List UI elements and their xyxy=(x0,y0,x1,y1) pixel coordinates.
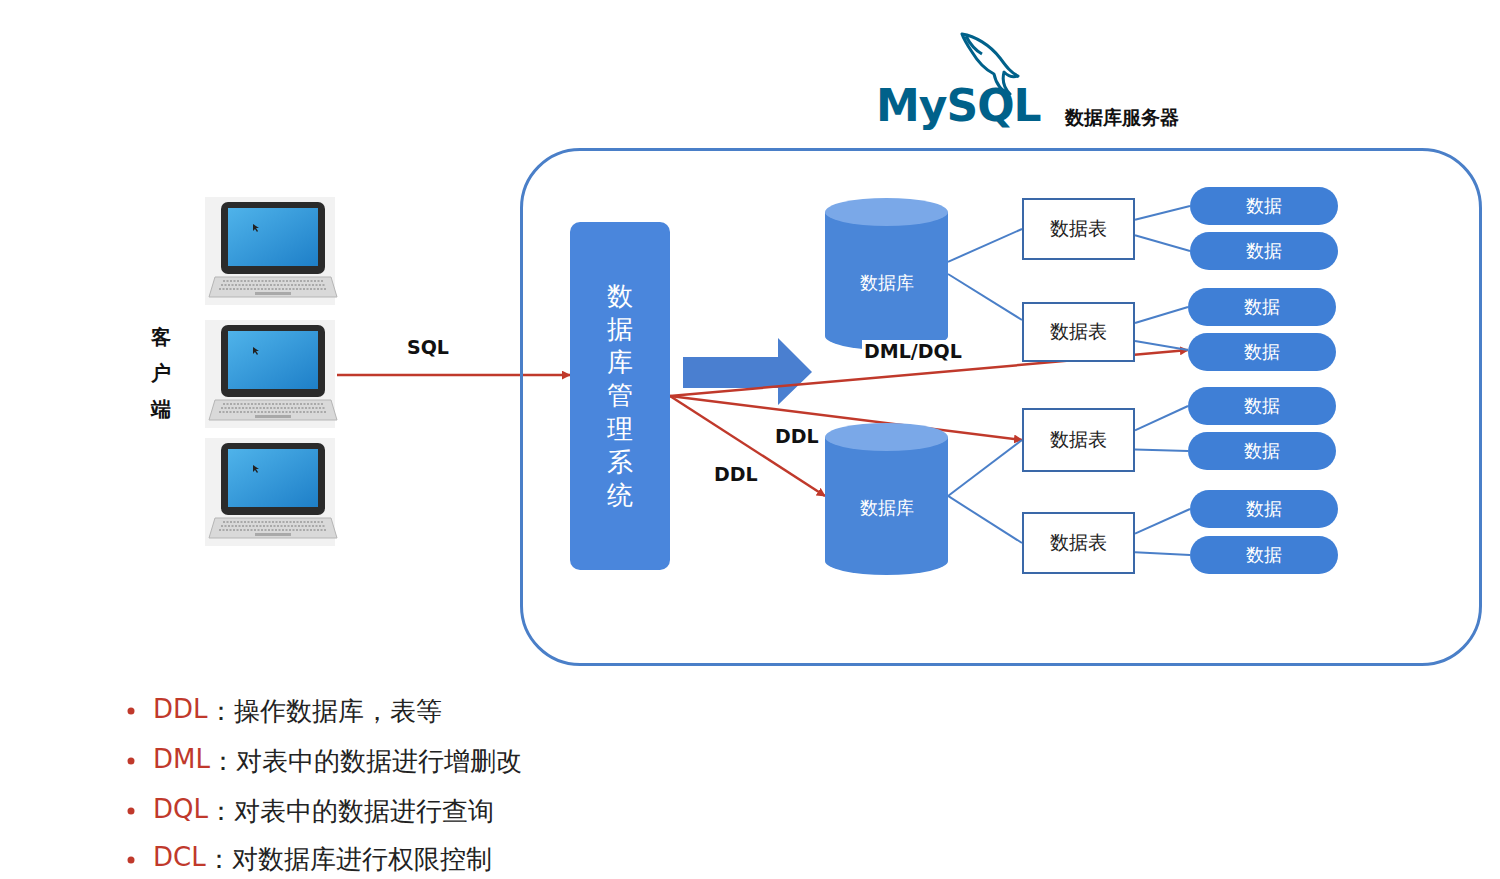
connector xyxy=(337,374,570,377)
edge-label: DDL xyxy=(773,425,821,447)
data-node: 数据 xyxy=(1190,490,1338,528)
legend-text: ：对数据库进行权限控制 xyxy=(206,842,492,877)
laptop-icon xyxy=(205,197,337,305)
data-text: 数据 xyxy=(1246,497,1282,521)
db-text: 数据库 xyxy=(860,496,914,520)
bullet-dots xyxy=(128,708,135,864)
data-text: 数据 xyxy=(1244,295,1280,319)
edge-label: DDL xyxy=(712,463,760,485)
table-node: 数据表 xyxy=(1022,408,1135,472)
connector xyxy=(948,229,1022,262)
connector xyxy=(670,396,825,496)
laptop-icon xyxy=(205,320,337,428)
legend-text: DML xyxy=(153,744,210,774)
data-text: 数据 xyxy=(1246,239,1282,263)
connector xyxy=(948,440,1022,496)
table-node: 数据表 xyxy=(1022,512,1135,574)
server-text: 数据库服务器 xyxy=(1065,105,1179,131)
laptop-icon xyxy=(205,438,337,546)
connector xyxy=(1135,206,1190,220)
legend-text: ：操作数据库，表等 xyxy=(208,694,442,729)
data-text: 数据 xyxy=(1244,394,1280,418)
data-node: 数据 xyxy=(1190,232,1338,270)
table-text: 数据表 xyxy=(1050,530,1107,556)
table-node: 数据表 xyxy=(1022,302,1135,362)
connector xyxy=(1135,450,1188,451)
connector xyxy=(1135,341,1188,350)
client-node: 客户端 xyxy=(143,195,337,550)
connector xyxy=(1135,509,1190,534)
table-text: 数据表 xyxy=(1050,427,1107,453)
db-text: 数据库 xyxy=(860,271,914,295)
data-text: 数据 xyxy=(1244,439,1280,463)
table-text: 数据表 xyxy=(1050,216,1107,242)
legend-text: DCL xyxy=(153,842,206,872)
connector xyxy=(948,496,1022,543)
data-text: 数据 xyxy=(1246,194,1282,218)
legend-text: DQL xyxy=(153,794,208,824)
block-arrow xyxy=(683,338,812,405)
data-node: 数据 xyxy=(1188,387,1336,425)
server-node: 数据库服务器数据库管理系统数据库数据表数据表数据库数据表数据表数据数据数据数据数… xyxy=(520,148,1482,666)
dbms-node: 数据库管理系统 xyxy=(570,222,670,570)
legend-text: ：对表中的数据进行查询 xyxy=(208,794,494,829)
connector xyxy=(1135,307,1188,323)
dbms-text: 数据库管理系统 xyxy=(607,280,633,513)
edge-label: SQL xyxy=(405,336,451,358)
data-node: 数据 xyxy=(1190,536,1338,574)
legend-text: ：对表中的数据进行增删改 xyxy=(210,744,522,779)
data-text: 数据 xyxy=(1246,543,1282,567)
edge-label: DML/DQL xyxy=(862,340,964,362)
db-node: 数据库 xyxy=(825,198,948,350)
connector xyxy=(948,274,1022,320)
legend-text: DDL xyxy=(153,694,208,724)
table-node: 数据表 xyxy=(1022,198,1135,260)
client-text: 客户端 xyxy=(151,319,171,427)
data-node: 数据 xyxy=(1188,333,1336,371)
data-node: 数据 xyxy=(1188,288,1336,326)
data-node: 数据 xyxy=(1190,187,1338,225)
connector xyxy=(1135,552,1190,555)
table-text: 数据表 xyxy=(1050,319,1107,345)
db-node: 数据库 xyxy=(825,423,948,575)
connector xyxy=(1135,235,1190,251)
logo-text: MySQL xyxy=(876,80,1041,131)
connector xyxy=(1135,406,1188,430)
data-node: 数据 xyxy=(1188,432,1336,470)
data-text: 数据 xyxy=(1244,340,1280,364)
